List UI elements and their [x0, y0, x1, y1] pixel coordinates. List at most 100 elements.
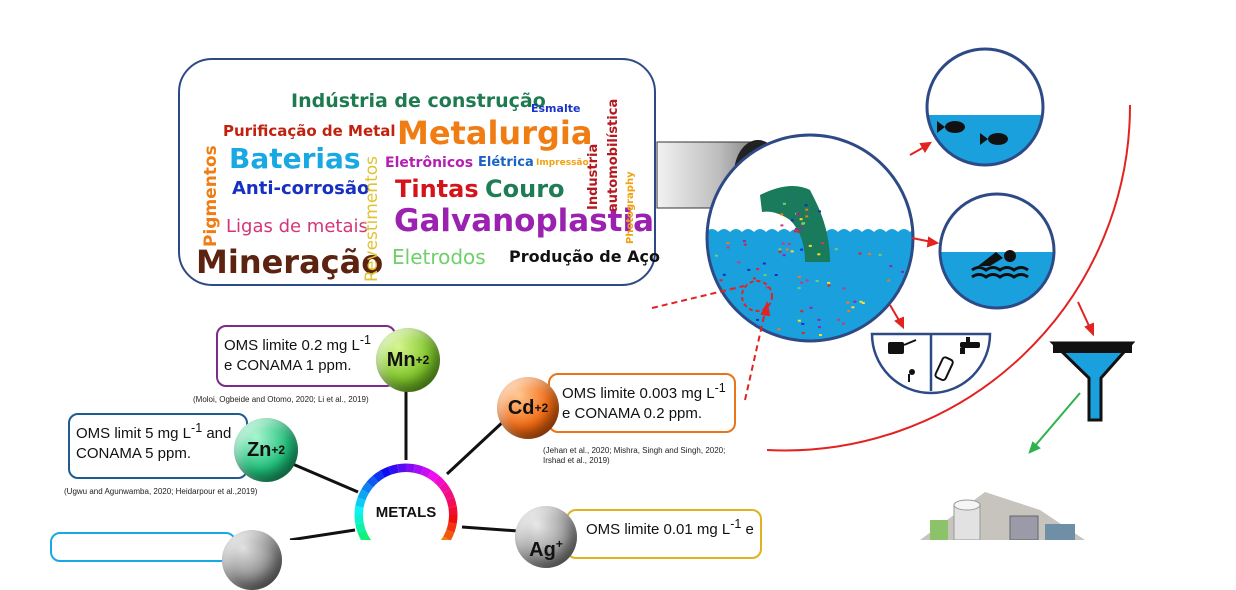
pollutant-particle	[715, 297, 719, 299]
cd-citation-line-2: Irshad et al., 2019)	[543, 456, 610, 466]
pollutant-particle	[790, 219, 794, 222]
bottle-icon	[934, 356, 954, 382]
pollutant-particle	[796, 213, 800, 215]
pollutant-particle	[827, 284, 831, 287]
pollutant-particle	[722, 273, 726, 276]
pollutant-particle	[797, 287, 801, 290]
cycle-arc	[766, 104, 1132, 452]
pollutant-particle	[780, 224, 784, 227]
pollutant-particle	[800, 281, 804, 284]
pollutant-particle	[765, 286, 769, 289]
pollutant-particle	[800, 248, 804, 251]
pollutant-particle	[797, 275, 801, 278]
pollutant-particle	[778, 248, 782, 251]
ag-ion-sphere: Ag+	[515, 506, 577, 568]
rainbow-ring-segment	[361, 481, 374, 494]
rainbow-ring-segment	[388, 464, 399, 476]
pollutant-particle	[793, 230, 797, 233]
rainbow-ring-segment	[357, 529, 370, 540]
pollutant-particle	[735, 315, 738, 318]
cd-ion-sphere: Cd+2	[497, 377, 559, 439]
rainbow-ring-segment	[445, 497, 457, 508]
partial-limit-box	[50, 532, 236, 562]
rainbow-ring-segment	[362, 536, 372, 540]
pollutant-particle	[802, 222, 806, 225]
rainbow-ring-segment	[438, 481, 451, 494]
rainbow-ring-segment	[433, 475, 446, 488]
pollutant-particle	[753, 277, 756, 280]
zn-limit-text: OMS limit 5 mg L	[76, 425, 192, 442]
fish-icon	[937, 121, 1008, 145]
green-arrow	[1028, 392, 1081, 454]
pollutant-particle	[737, 261, 741, 264]
word-ligas: Ligas de metais	[226, 216, 368, 237]
word-esmalte: Esmalte	[531, 102, 581, 115]
pollutant-particle	[805, 279, 809, 282]
mn-symbol: Mn	[386, 348, 416, 371]
word-anticorrosao: Anti-corrosão	[232, 178, 370, 199]
pollutant-particle	[725, 323, 729, 326]
pollutant-particle	[878, 253, 882, 256]
word-eletrodos: Eletrodos	[392, 245, 486, 269]
pollutant-particle	[762, 262, 766, 265]
pollutant-particle	[800, 310, 804, 313]
pollutant-particle	[719, 279, 723, 282]
rainbow-ring-segment	[357, 489, 370, 501]
zn-ion-sphere: Zn+2	[234, 418, 298, 482]
word-eletrica: Elétrica	[478, 155, 534, 170]
pollutant-particle	[818, 326, 821, 329]
pollutant-particle	[800, 226, 804, 229]
zn-limit-text-2: CONAMA 5 ppm.	[76, 445, 192, 463]
pollutant-particle	[851, 306, 855, 309]
cd-limit-box: OMS limite 0.003 mg L-1 e CONAMA 0.2 ppm…	[548, 373, 736, 433]
pollutant-particle	[853, 300, 857, 303]
zn-symbol: Zn	[246, 438, 272, 461]
pollutant-particle	[777, 328, 781, 331]
pollutant-particle	[867, 326, 871, 329]
pollutant-particle	[774, 274, 778, 276]
word-metalurgia: Metalurgia	[397, 114, 593, 152]
word-couro: Couro	[485, 175, 565, 203]
pollutant-particle	[805, 208, 809, 211]
mn-limit-text: OMS limite 0.2 mg L	[224, 337, 360, 354]
rainbow-ring-segment	[372, 470, 385, 483]
zn-charge: +2	[271, 443, 286, 457]
rainbow-ring-segment	[445, 522, 457, 533]
pollutant-particle	[817, 318, 821, 321]
mn-charge: +2	[415, 353, 430, 367]
pollutant-particle	[887, 279, 891, 282]
word-producao-aco: Produção de Aço	[509, 247, 661, 266]
pollutant-particle	[743, 243, 747, 246]
cd-charge: +2	[534, 401, 549, 415]
partial-ion-sphere	[222, 530, 282, 590]
pollutant-particle	[834, 248, 838, 251]
filter-funnel	[1049, 341, 1136, 422]
zn-limit-exponent: -1	[191, 421, 203, 435]
factory-illustration	[920, 492, 1085, 540]
fish-circle	[925, 47, 1045, 167]
word-tintas: Tintas	[395, 175, 479, 203]
pollutant-particle	[726, 246, 730, 249]
pollutant-particle	[847, 310, 851, 312]
rainbow-ring-segment	[442, 529, 455, 540]
pollutant-particle	[734, 325, 738, 328]
rainbow-ring-segment	[420, 466, 432, 479]
metals-hub-label: METALS	[375, 504, 437, 521]
pollutant-particle	[819, 334, 822, 336]
pollutant-particle	[726, 242, 730, 244]
watering-can-icon	[888, 339, 917, 382]
ag-symbol: Ag	[529, 538, 556, 561]
rainbow-ring-segment	[397, 463, 407, 474]
pollutant-particle	[782, 202, 786, 205]
rainbow-ring-segment	[380, 466, 392, 479]
pollutant-particle	[778, 250, 782, 253]
rainbow-ring-segment	[405, 463, 415, 474]
pollutant-particle	[868, 253, 872, 255]
ag-limit-box: OMS limite 0.01 mg L-1 e	[566, 509, 762, 559]
pollutant-particle	[785, 248, 789, 251]
word-construcao: Indústria de construção	[291, 90, 546, 112]
zn-limit-tail: and	[202, 425, 232, 442]
river-circle	[705, 133, 915, 343]
zn-citation: (Ugwu and Agunwamba, 2020; Heidarpour et…	[64, 487, 258, 496]
pollutant-particle	[794, 227, 798, 230]
